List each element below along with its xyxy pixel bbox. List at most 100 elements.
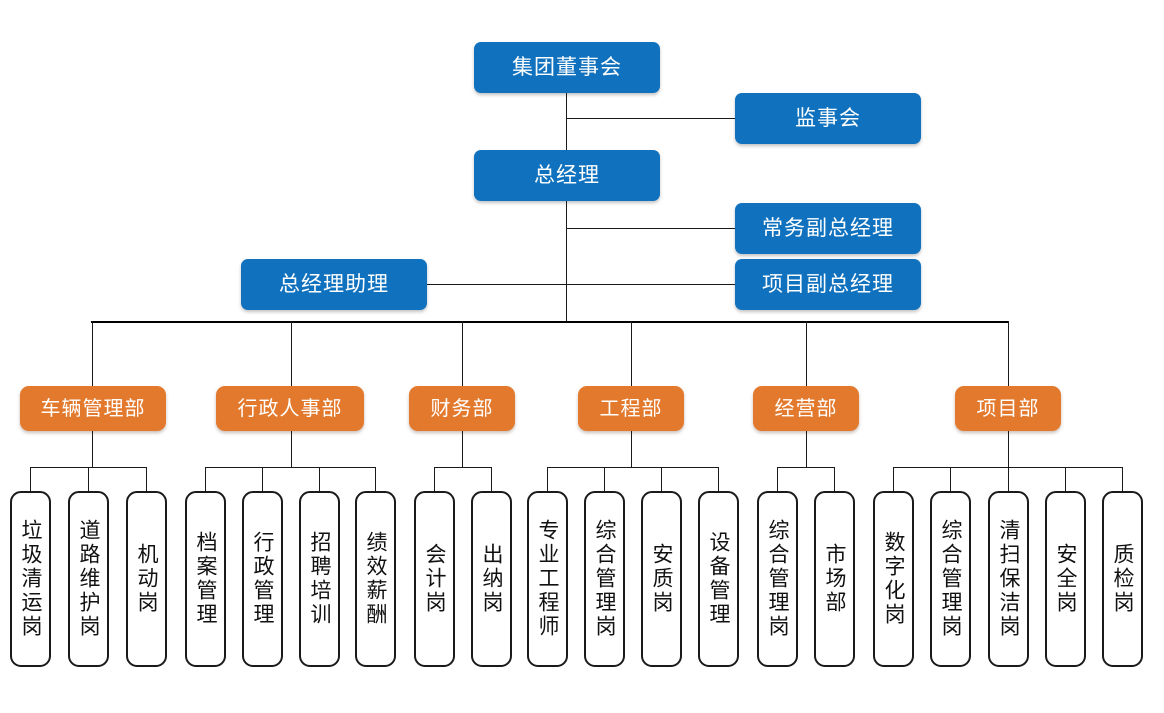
connector-dept2-bus <box>205 467 376 468</box>
leaf-label: 会计岗 <box>423 543 447 615</box>
leaf-box[interactable]: 安全岗 <box>1045 491 1086 667</box>
connector-board-to-gm <box>566 93 567 150</box>
connector-stem-dept-6 <box>1008 321 1009 386</box>
connector-dept6-leaf5 <box>1122 467 1123 495</box>
dept-project[interactable]: 项目部 <box>955 386 1061 431</box>
connector-dept2-down <box>291 431 292 467</box>
leaf-box[interactable]: 质检岗 <box>1102 491 1143 667</box>
leaf-label: 出纳岗 <box>480 543 504 615</box>
connector-gm-to-bus <box>566 201 567 322</box>
connector-dept1-down <box>92 431 93 467</box>
leaf-box[interactable]: 市场部 <box>814 491 855 667</box>
connector-spine-to-supervisory <box>566 118 735 119</box>
leaf-box[interactable]: 会计岗 <box>414 491 455 667</box>
connector-dept5-leaf2 <box>834 467 835 495</box>
connector-dept4-leaf2 <box>604 467 605 495</box>
leaf-label: 质检岗 <box>1111 543 1135 615</box>
leaf-label: 专业工程师 <box>536 519 560 639</box>
leaf-label: 市场部 <box>823 543 847 615</box>
leaf-label: 安全岗 <box>1054 543 1078 615</box>
connector-stem-dept-3 <box>462 321 463 386</box>
dept-label: 项目部 <box>976 397 1040 420</box>
connector-dept5-leaf1 <box>777 467 778 495</box>
connector-stem-dept-1 <box>92 321 93 386</box>
leaf-box[interactable]: 设备管理 <box>698 491 739 667</box>
connector-dept1-leaf2 <box>88 467 89 495</box>
leaf-box[interactable]: 清扫保洁岗 <box>988 491 1029 667</box>
leaf-box[interactable]: 综合管理岗 <box>930 491 971 667</box>
connector-dept4-bus <box>547 467 719 468</box>
leaf-label: 行政管理 <box>251 531 275 627</box>
leaf-label: 综合管理岗 <box>766 519 790 639</box>
connector-dept3-bus <box>434 467 492 468</box>
connector-dept6-down <box>1008 431 1009 467</box>
leaf-box[interactable]: 行政管理 <box>242 491 283 667</box>
node-supervisory-board-label: 监事会 <box>795 106 861 130</box>
dept-label: 经营部 <box>774 397 838 420</box>
leaf-label: 综合管理岗 <box>939 519 963 639</box>
connector-dept4-leaf3 <box>661 467 662 495</box>
node-board[interactable]: 集团董事会 <box>474 42 660 93</box>
connector-spine-to-project-vp <box>566 284 735 285</box>
leaf-box[interactable]: 数字化岗 <box>873 491 914 667</box>
leaf-label: 绩效薪酬 <box>364 531 388 627</box>
leaf-label: 机动岗 <box>135 543 159 615</box>
connector-stem-dept-4 <box>631 321 632 386</box>
connector-spine-to-executive-vp <box>566 228 735 229</box>
connector-dept6-leaf4 <box>1065 467 1066 495</box>
node-board-label: 集团董事会 <box>512 55 622 79</box>
dept-admin-hr[interactable]: 行政人事部 <box>216 386 364 431</box>
leaf-box[interactable]: 垃圾清运岗 <box>10 491 51 667</box>
node-executive-vice-gm[interactable]: 常务副总经理 <box>735 203 921 254</box>
connector-dept3-leaf1 <box>434 467 435 495</box>
connector-dept3-down <box>462 431 463 467</box>
leaf-box[interactable]: 招聘培训 <box>299 491 340 667</box>
leaf-box[interactable]: 机动岗 <box>126 491 167 667</box>
connector-stem-dept-5 <box>806 321 807 386</box>
dept-label: 财务部 <box>430 397 494 420</box>
connector-dept6-leaf1 <box>893 467 894 495</box>
leaf-label: 垃圾清运岗 <box>19 519 43 639</box>
leaf-box[interactable]: 综合管理岗 <box>757 491 798 667</box>
node-general-manager-label: 总经理 <box>534 163 600 187</box>
dept-engineering[interactable]: 工程部 <box>578 386 684 431</box>
connector-dept2-leaf2 <box>262 467 263 495</box>
connector-dept6-leaf2 <box>950 467 951 495</box>
connector-dept4-leaf1 <box>547 467 548 495</box>
node-supervisory-board[interactable]: 监事会 <box>735 93 921 144</box>
leaf-box[interactable]: 专业工程师 <box>527 491 568 667</box>
connector-dept1-leaf1 <box>30 467 31 495</box>
leaf-label: 道路维护岗 <box>77 519 101 639</box>
leaf-label: 数字化岗 <box>882 531 906 627</box>
leaf-box[interactable]: 综合管理岗 <box>584 491 625 667</box>
node-project-vice-gm[interactable]: 项目副总经理 <box>735 259 921 310</box>
leaf-box[interactable]: 绩效薪酬 <box>355 491 396 667</box>
dept-operations[interactable]: 经营部 <box>753 386 859 431</box>
connector-dept2-leaf1 <box>205 467 206 495</box>
connector-department-bus <box>91 321 1009 323</box>
dept-finance[interactable]: 财务部 <box>409 386 515 431</box>
dept-label: 车辆管理部 <box>40 397 146 420</box>
leaf-label: 安质岗 <box>650 543 674 615</box>
leaf-box[interactable]: 道路维护岗 <box>68 491 109 667</box>
leaf-label: 综合管理岗 <box>593 519 617 639</box>
leaf-box[interactable]: 出纳岗 <box>471 491 512 667</box>
node-gm-assistant-label: 总经理助理 <box>279 272 389 296</box>
leaf-box[interactable]: 安质岗 <box>641 491 682 667</box>
connector-stem-dept-2 <box>291 321 292 386</box>
dept-label: 工程部 <box>599 397 663 420</box>
node-gm-assistant[interactable]: 总经理助理 <box>241 259 427 310</box>
leaf-box[interactable]: 档案管理 <box>185 491 226 667</box>
leaf-label: 招聘培训 <box>308 531 332 627</box>
dept-vehicle-management[interactable]: 车辆管理部 <box>20 386 166 431</box>
connector-dept2-leaf4 <box>375 467 376 495</box>
node-executive-vice-gm-label: 常务副总经理 <box>762 216 894 240</box>
connector-dept4-down <box>631 431 632 467</box>
leaf-label: 清扫保洁岗 <box>997 519 1021 639</box>
dept-label: 行政人事部 <box>237 397 343 420</box>
node-general-manager[interactable]: 总经理 <box>474 150 660 201</box>
node-project-vice-gm-label: 项目副总经理 <box>762 272 894 296</box>
connector-dept6-leaf3 <box>1008 467 1009 495</box>
connector-spine-to-gm-assistant <box>427 284 566 285</box>
